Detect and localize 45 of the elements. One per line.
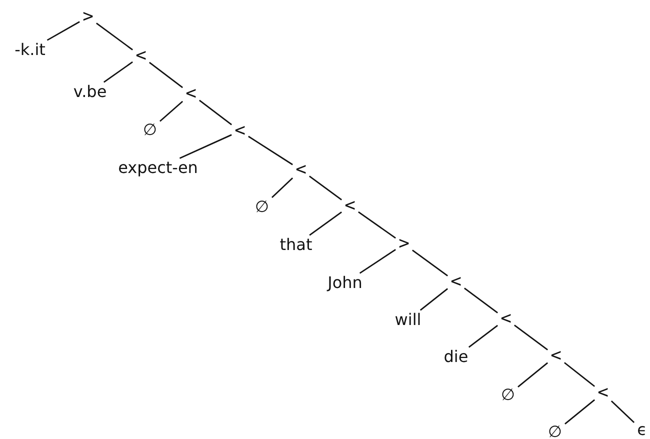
tree-node-label: <	[500, 309, 512, 329]
leaf-label: ϵ	[636, 421, 648, 439]
tree-branch	[468, 324, 498, 348]
tree-node-label: <	[134, 46, 148, 66]
tree-branch	[420, 288, 448, 311]
tree-branch	[358, 211, 396, 239]
tree-node-label: <	[234, 121, 246, 141]
tree-branch	[248, 136, 293, 166]
leaf-label: ∅	[142, 121, 158, 139]
tree-branch	[179, 134, 232, 159]
leaf-label: die	[442, 348, 470, 366]
leaf-label: expect-en	[117, 159, 199, 177]
tree-branch	[271, 177, 294, 198]
tree-branch	[359, 248, 396, 274]
tree-branch	[160, 100, 184, 122]
tree-branch	[564, 362, 596, 387]
tree-branch	[96, 22, 133, 50]
leaf-label: -k.it	[14, 41, 46, 59]
tree-branch	[46, 21, 80, 41]
tree-node-label: <	[596, 383, 610, 403]
tree-branch	[103, 61, 133, 83]
tree-node-label: <	[450, 272, 462, 292]
leaf-label: v.be	[72, 83, 108, 101]
tree-branch	[149, 62, 183, 88]
tree-node-label: <	[550, 346, 562, 366]
tree-node-label: <	[294, 160, 308, 180]
tree-node-label: <	[344, 196, 356, 216]
tree-branch	[309, 176, 342, 200]
tree-branch	[518, 362, 548, 388]
tree-branch	[309, 212, 342, 236]
tree-node-label: <	[184, 84, 198, 104]
tree-branch	[464, 288, 498, 314]
leaf-label: ∅	[547, 423, 563, 439]
tree-branch	[610, 400, 635, 423]
leaf-label: that	[278, 236, 314, 254]
leaf-label: ∅	[254, 198, 270, 216]
tree-branch	[412, 250, 448, 276]
tree-node-label: >	[82, 7, 94, 27]
tree-branch	[564, 399, 596, 424]
leaf-label: John	[326, 274, 364, 292]
tree-node-label: >	[398, 234, 410, 254]
tree-branch	[514, 324, 548, 350]
leaf-label: ∅	[500, 386, 516, 404]
tree-branch	[199, 100, 232, 126]
leaf-label: will	[394, 311, 422, 329]
